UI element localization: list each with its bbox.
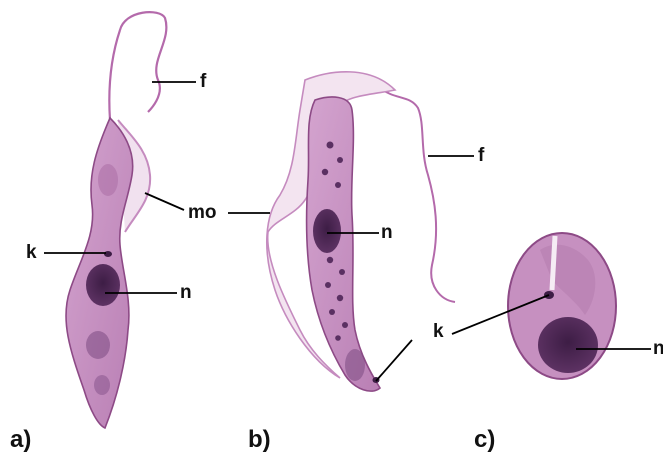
label-a-f: f xyxy=(200,72,206,91)
flagellum-a xyxy=(109,12,166,120)
label-a-n: n xyxy=(180,283,192,302)
leader-a-mo xyxy=(145,193,184,210)
cell-a xyxy=(66,12,166,428)
label-c-n: n xyxy=(653,339,663,358)
caption-c: c) xyxy=(474,428,495,452)
leader-b-k xyxy=(376,340,412,381)
label-a-mo: mo xyxy=(188,203,217,222)
nucleus-b xyxy=(313,209,341,253)
cell-c xyxy=(508,233,616,379)
label-b-k: k xyxy=(433,322,444,341)
caption-a: a) xyxy=(10,428,31,452)
nucleus-c xyxy=(538,317,598,373)
caption-b: b) xyxy=(248,428,271,452)
cell-b xyxy=(267,72,455,391)
nucleus-a xyxy=(86,264,120,306)
label-b-f: f xyxy=(478,146,484,165)
label-b-n: n xyxy=(381,223,393,242)
label-a-k: k xyxy=(26,243,37,262)
kinetoplast-a xyxy=(104,251,112,257)
